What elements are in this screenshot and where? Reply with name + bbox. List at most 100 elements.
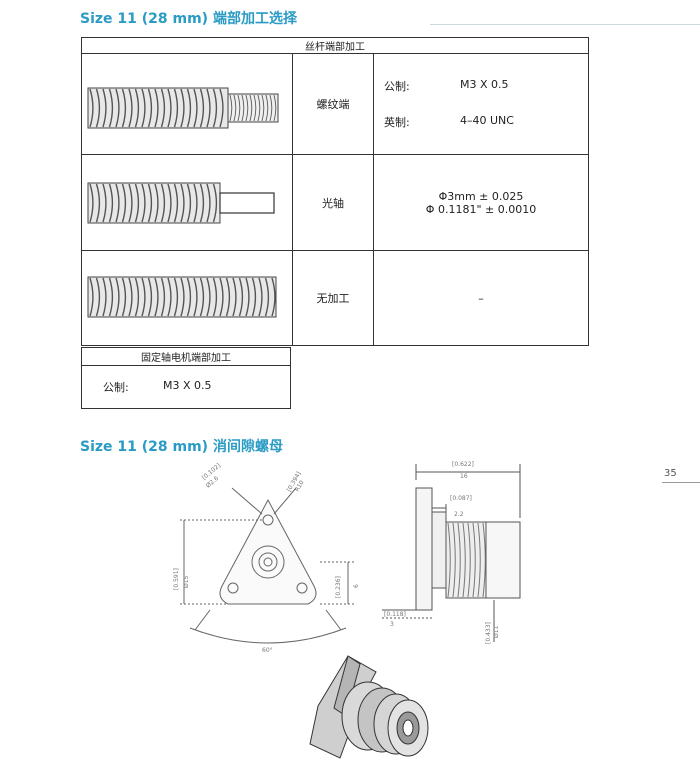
thread-stroke — [141, 88, 146, 128]
thread-stroke — [452, 522, 456, 598]
thread-stroke — [147, 277, 153, 317]
thread-stroke — [95, 183, 101, 223]
dim-length-top: [0.622] — [452, 461, 474, 468]
thread-stroke — [173, 277, 179, 317]
page-rule — [662, 482, 700, 483]
thread-stroke — [147, 183, 153, 223]
imperial-label: 英制: — [384, 116, 410, 129]
thread-stroke — [121, 88, 127, 128]
dim-length-bot: 16 — [460, 473, 468, 480]
thread-stroke — [457, 522, 461, 598]
page-number: 35 — [664, 468, 677, 479]
thread-stroke — [102, 88, 107, 128]
thread-stroke — [265, 94, 269, 122]
thread-stroke — [115, 183, 120, 223]
thread-stroke — [134, 277, 140, 317]
dim-thick-bot: 3 — [390, 621, 394, 628]
dim-offset-top: [0.236] — [335, 576, 342, 598]
thread-stroke — [180, 277, 185, 317]
screw-threads-full — [87, 87, 229, 129]
thread-stroke — [257, 94, 261, 122]
thread-stroke — [89, 88, 94, 128]
dim-offset-bot: 6 — [353, 584, 360, 588]
thread-stroke — [141, 183, 146, 223]
row-label-threaded: 螺纹端 — [292, 53, 374, 155]
thread-stroke — [261, 94, 265, 122]
thread-stroke — [141, 277, 146, 317]
dim-dia-bot: Ø15 — [183, 575, 190, 588]
thread-stroke — [186, 277, 192, 317]
small-metric-label: 公制: — [103, 381, 129, 394]
front-view — [180, 487, 354, 644]
thread-stroke — [95, 277, 101, 317]
thread-stroke — [186, 88, 192, 128]
thread-stroke — [173, 183, 179, 223]
thread-stroke — [167, 88, 172, 128]
thread-stroke — [477, 522, 481, 598]
thread-stroke — [447, 522, 451, 598]
threaded-tip — [227, 93, 279, 123]
thread-stroke — [108, 88, 114, 128]
table-row: 无加工 – — [81, 250, 589, 346]
thread-stroke — [134, 183, 140, 223]
section-title-anti-backlash-nut: Size 11 (28 mm) 消间隙螺母 — [80, 439, 283, 455]
row-label-smooth: 光轴 — [292, 154, 374, 251]
thread-stroke — [258, 277, 263, 317]
dim-flange-bot: 2.2 — [454, 511, 464, 518]
thread-stroke — [193, 277, 198, 317]
thread-stroke — [95, 88, 101, 128]
threaded-specs: 公制: M3 X 0.5 英制: 4–40 UNC — [373, 53, 589, 155]
thread-stroke — [206, 88, 211, 128]
thread-stroke — [206, 183, 211, 223]
thread-stroke — [232, 277, 237, 317]
thread-stroke — [128, 277, 133, 317]
header-rule — [430, 24, 700, 25]
dim-angle: 60° — [262, 647, 273, 654]
threaded-end-image — [81, 53, 293, 155]
thread-stroke — [233, 94, 237, 122]
table-row: 螺纹端 公制: M3 X 0.5 英制: 4–40 UNC — [81, 53, 589, 155]
thread-stroke — [154, 277, 159, 317]
thread-stroke — [229, 94, 233, 122]
small-table-header: 固定轴电机端部加工 — [81, 347, 291, 366]
thread-stroke — [128, 183, 133, 223]
table-row: 光轴 Φ3mm ± 0.025 Φ 0.1181" ± 0.0010 — [81, 154, 589, 251]
smooth-shaft-tip — [219, 192, 275, 214]
thread-stroke — [212, 277, 218, 317]
thread-stroke — [269, 94, 273, 122]
thread-stroke — [212, 88, 218, 128]
no-machining-image — [81, 250, 293, 346]
none-dash: – — [373, 250, 589, 346]
thread-stroke — [219, 277, 224, 317]
thread-stroke — [160, 277, 166, 317]
smooth-spec-inch: Φ 0.1181" ± 0.0010 — [425, 202, 537, 216]
thread-stroke — [186, 183, 192, 223]
thread-stroke — [173, 88, 179, 128]
section-title-end-machining: Size 11 (28 mm) 端部加工选择 — [80, 11, 297, 27]
thread-stroke — [193, 88, 198, 128]
thread-stroke — [128, 88, 133, 128]
thread-stroke — [273, 94, 277, 122]
row-label-none: 无加工 — [292, 250, 374, 346]
table-header: 丝杆端部加工 — [81, 37, 589, 54]
thread-stroke — [271, 277, 276, 317]
thread-stroke — [89, 277, 94, 317]
thread-stroke — [482, 522, 486, 598]
thread-stroke — [89, 183, 94, 223]
thread-stroke — [193, 183, 198, 223]
thread-stroke — [245, 94, 249, 122]
thread-stroke — [115, 277, 120, 317]
smooth-specs: Φ3mm ± 0.025 Φ 0.1181" ± 0.0010 — [373, 154, 589, 251]
nut-technical-drawing: [0.102] Ø2.6 [0.394] R10 [0.591] Ø15 [0.… — [173, 461, 521, 759]
thread-stroke — [199, 88, 205, 128]
thread-stroke — [251, 277, 257, 317]
thread-stroke — [154, 88, 159, 128]
isometric-view — [309, 655, 429, 759]
thread-stroke — [102, 277, 107, 317]
thread-stroke — [238, 277, 244, 317]
thread-stroke — [467, 522, 471, 598]
thread-stroke — [121, 277, 127, 317]
fixed-shaft-table: 固定轴电机端部加工 公制: M3 X 0.5 — [81, 347, 291, 409]
thread-stroke — [245, 277, 250, 317]
thread-stroke — [212, 183, 218, 223]
